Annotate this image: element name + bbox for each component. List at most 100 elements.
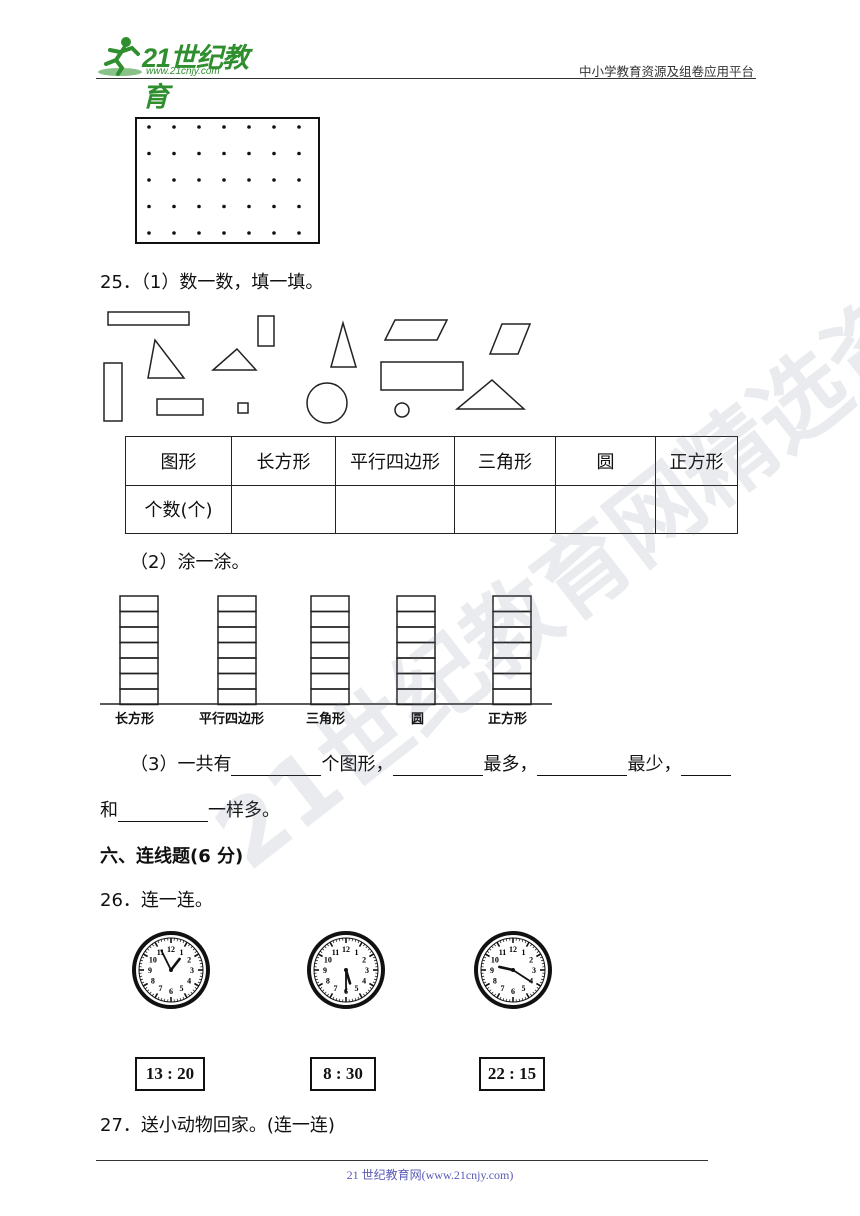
clock-tick [536,950,540,953]
q25-part2: （2）涂一涂。 [130,552,250,573]
answer-blank[interactable] [681,755,732,776]
bar-cell[interactable] [310,595,350,613]
answer-blank[interactable] [118,801,208,822]
bar-cell[interactable] [119,657,159,675]
answer-blank[interactable] [231,755,322,776]
bar-cell[interactable] [119,610,159,628]
clock-tick [326,993,329,997]
answer-blank[interactable] [537,755,628,776]
bar-cell[interactable] [492,595,532,613]
clock-tick [524,940,527,944]
bar-cell[interactable] [217,595,257,613]
bar-cell[interactable] [119,595,159,613]
clock-tick [315,978,319,981]
bar-cell[interactable] [396,657,436,675]
bar-cell[interactable] [396,595,436,613]
clock-tick [141,981,145,984]
bar-cell[interactable] [119,641,159,659]
header-divider [96,78,756,79]
time-card[interactable]: 22 : 15 [479,1057,545,1091]
bar-cell[interactable] [492,688,532,706]
clock-tick [518,998,520,1002]
clock-numeral: 3 [365,966,369,975]
grid-dot [172,125,176,129]
bar-cell[interactable] [217,688,257,706]
clock-tick [534,989,538,992]
bar-cell[interactable] [492,641,532,659]
bar-cell[interactable] [119,688,159,706]
grid-dot [147,204,151,209]
bar-cell[interactable] [396,688,436,706]
answer-blank[interactable] [393,755,484,776]
bar-cell[interactable] [217,641,257,659]
table-row: 个数(个) [125,484,738,534]
clock-tick [351,938,353,942]
bar-cell[interactable] [119,672,159,690]
clock-tick [339,998,341,1002]
clock-tick [518,938,520,942]
clock-tick [193,982,200,987]
clock-tick [496,941,501,948]
grid-dot [147,125,151,129]
bar-cell[interactable] [217,626,257,644]
part3-text: 个图形， [321,754,394,775]
minute-hand [160,949,172,971]
clock-tick [183,992,188,999]
clock-tick [141,956,145,959]
bar-cell[interactable] [310,657,350,675]
bar-cell[interactable] [492,626,532,644]
answer-cell[interactable] [231,484,336,534]
grid-dot [147,231,151,235]
time-card[interactable]: 13 : 20 [135,1057,205,1091]
clock-tick [502,997,505,1001]
bar-cell[interactable] [492,657,532,675]
clock-numeral: 3 [532,966,536,975]
clock-numeral: 6 [511,987,515,996]
q25-part3-line1: （3）一共有个图形，最多，最少， [130,750,770,776]
logo-text: 21世纪教育 [142,43,249,112]
clock-tick [157,940,160,944]
bar-cell[interactable] [396,610,436,628]
clock-tick [319,987,323,990]
table-cell: 正方形 [655,436,738,486]
bar-cell[interactable] [310,610,350,628]
bar-cell[interactable] [492,672,532,690]
grid-dot [172,151,176,156]
clock-pivot [169,968,173,972]
clock-tick [324,945,327,949]
clock-tick [539,981,543,984]
time-card[interactable]: 8 : 30 [310,1057,376,1091]
clock-tick [192,948,196,951]
clock-tick [521,997,524,1001]
bar-cell[interactable] [310,688,350,706]
bar-cell[interactable] [396,672,436,690]
bar-cell[interactable] [396,641,436,659]
clock-tick [190,945,193,949]
clock-numeral: 2 [362,956,366,965]
clock-tick [540,959,544,962]
answer-cell[interactable] [335,484,455,534]
grid-dot [247,204,251,209]
clock-tick [502,939,505,943]
bar-cell[interactable] [310,641,350,659]
answer-cell[interactable] [655,484,738,534]
answer-cell[interactable] [454,484,556,534]
answer-cell[interactable] [555,484,656,534]
bar-cell[interactable] [396,626,436,644]
bar-cell[interactable] [217,672,257,690]
clock-tick [188,943,191,947]
bar-cell[interactable] [310,672,350,690]
clock-tick [321,989,325,992]
bar-cell[interactable] [217,610,257,628]
table-cell: 平行四边形 [335,436,455,486]
bar-cell[interactable] [310,626,350,644]
clock-numeral: 12 [342,945,350,954]
bar-cell[interactable] [217,657,257,675]
bar-cell[interactable] [119,626,159,644]
clock-tick [194,987,198,990]
clock-tick [530,943,533,947]
bar-cell[interactable] [492,610,532,628]
clock-tick [373,978,377,981]
clock-tick [339,938,341,942]
